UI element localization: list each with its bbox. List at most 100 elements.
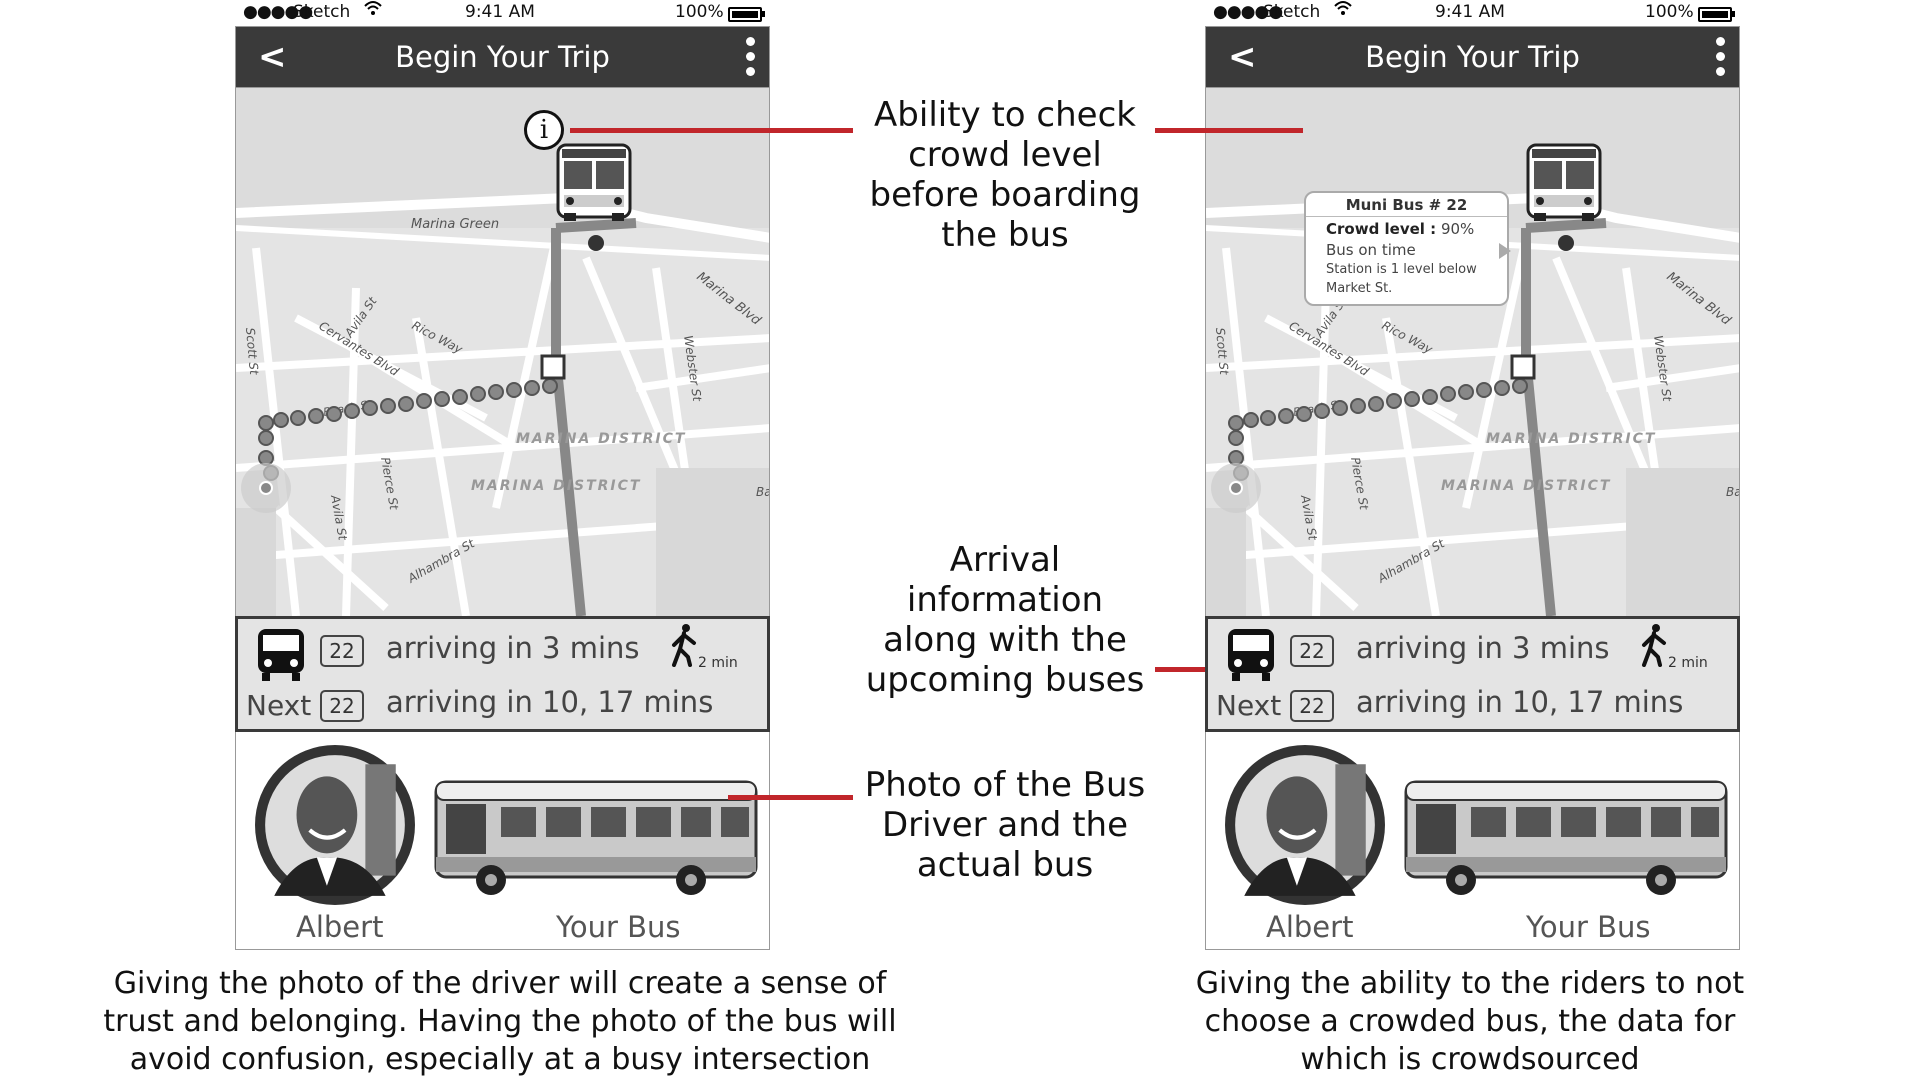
map-label: Scott St — [1213, 327, 1231, 376]
callout-line-crowd-right — [1155, 128, 1303, 133]
bus-stop-icon[interactable] — [1510, 354, 1536, 380]
bus-location-dot — [1558, 235, 1574, 251]
callout-line: the bus — [941, 215, 1069, 255]
bus-stop-icon[interactable] — [540, 354, 566, 380]
callout-line: Driver and the — [881, 805, 1128, 845]
back-chevron-icon[interactable]: < — [1228, 37, 1257, 77]
more-vertical-icon[interactable] — [1715, 37, 1725, 82]
callout-line-crowd-left — [570, 128, 853, 133]
walking-route — [1228, 378, 1528, 481]
arrival-next-text: arriving in 10, 17 mins — [386, 685, 714, 719]
map-label: MARINA DISTRICT — [471, 478, 641, 494]
driver-name: Albert — [296, 910, 384, 944]
caption-line: avoid confusion, especially at a busy in… — [129, 1042, 871, 1077]
callout-crowd-level: Ability to check crowd level before boar… — [855, 95, 1155, 255]
map-label: Marina Green — [411, 217, 499, 232]
walk-time: 2 min — [698, 655, 738, 671]
route-badge: 22 — [320, 690, 364, 722]
station-info-line1: Station is 1 level below — [1326, 262, 1477, 277]
battery-percent: 100% — [675, 2, 724, 22]
caption-line: trust and belonging. Having the photo of… — [103, 1004, 897, 1039]
map-label: MARINA DISTRICT — [1441, 478, 1611, 494]
map-label: MARINA DISTRICT — [516, 431, 686, 447]
bus-icon — [1226, 627, 1276, 687]
back-chevron-icon[interactable]: < — [258, 37, 287, 77]
wifi-icon — [1333, 0, 1353, 23]
signal-dots-icon: ●●●●● — [1213, 2, 1283, 22]
bus-icon — [256, 627, 306, 687]
walk-time: 2 min — [1668, 655, 1708, 671]
caption-line: which is crowdsourced — [1300, 1042, 1640, 1077]
next-label: Next — [1216, 689, 1282, 722]
carrier-label: Sketch — [1263, 2, 1321, 22]
current-location-icon — [1229, 481, 1243, 495]
walking-person-icon — [1638, 623, 1670, 671]
callout-line: Arrival — [949, 540, 1061, 580]
clock: 9:41 AM — [1435, 2, 1505, 22]
callout-line: Photo of the Bus — [864, 765, 1146, 805]
photo-panel: Albert Your Bus — [235, 732, 770, 950]
carrier-label: Sketch — [293, 2, 351, 22]
more-vertical-icon[interactable] — [745, 37, 755, 82]
driver-name: Albert — [1266, 910, 1354, 944]
status-bar: ●●●●● Sketch 9:41 AM 100% — [235, 0, 770, 26]
photo-panel: Albert Your Bus — [1205, 732, 1740, 950]
bus-photo[interactable] — [1401, 762, 1731, 906]
crowd-level-value: 90% — [1440, 220, 1475, 238]
status-bar: ●●●●● Sketch 9:41 AM 100% — [1205, 0, 1740, 26]
clock: 9:41 AM — [465, 2, 535, 22]
arrival-panel: 22 arriving in 3 mins 2 min Next 22 arri… — [1205, 616, 1740, 732]
callout-line: information — [906, 580, 1104, 620]
station-info-line2: Market St. — [1326, 281, 1393, 296]
bus-label: Your Bus — [1526, 910, 1651, 944]
route-badge: 22 — [320, 635, 364, 667]
bus-photo[interactable] — [431, 762, 761, 906]
signal-dots-icon: ●●●●● — [243, 2, 313, 22]
callout-line: crowd level — [908, 135, 1102, 175]
bus-label: Your Bus — [556, 910, 681, 944]
map-view[interactable]: Marina Green Marina Blvd Scott St Avila … — [1205, 88, 1740, 616]
arrival-panel: 22 arriving in 3 mins 2 min Next 22 arri… — [235, 616, 770, 732]
caption-line: choose a crowded bus, the data for — [1204, 1004, 1736, 1039]
caption-right: Giving the ability to the riders to not … — [1190, 965, 1750, 1079]
driver-avatar[interactable] — [1224, 744, 1386, 910]
bus-location-dot — [588, 235, 604, 251]
map-label: MARINA DISTRICT — [1486, 431, 1656, 447]
battery-icon — [728, 7, 765, 22]
callout-line-photo — [728, 795, 853, 800]
crowd-level-row: Crowd level : 90% — [1326, 220, 1507, 238]
arrival-next-text: arriving in 10, 17 mins — [1356, 685, 1684, 719]
next-label: Next — [246, 689, 312, 722]
caption-line: Giving the photo of the driver will crea… — [113, 966, 887, 1001]
current-location-icon — [259, 481, 273, 495]
page-title: Begin Your Trip — [1365, 40, 1580, 74]
app-bar: < Begin Your Trip — [235, 26, 770, 88]
battery-icon — [1698, 7, 1735, 22]
bus-status: Bus on time — [1326, 241, 1416, 259]
popup-title: Muni Bus # 22 — [1306, 193, 1507, 217]
callout-arrival-info: Arrival information along with the upcom… — [855, 540, 1155, 700]
crowd-info-popup[interactable]: Muni Bus # 22 Crowd level : 90% Bus on t… — [1304, 191, 1511, 306]
app-bar: < Begin Your Trip — [1205, 26, 1740, 88]
callout-line: before boarding — [869, 175, 1141, 215]
caption-line: Giving the ability to the riders to not — [1195, 966, 1745, 1001]
phone-mockup-right: ●●●●● Sketch 9:41 AM 100% < Begin Your T… — [1205, 0, 1740, 950]
map-label: Ba — [1726, 485, 1740, 499]
map-label: Scott St — [243, 327, 261, 376]
info-icon[interactable]: i — [524, 110, 564, 150]
driver-avatar[interactable] — [254, 744, 416, 910]
map-view[interactable]: Marina Green Marina Blvd Scott St Avila … — [235, 88, 770, 616]
walking-route — [258, 378, 558, 481]
callout-line: Ability to check — [874, 95, 1136, 135]
crowd-level-label: Crowd level : — [1326, 220, 1437, 238]
callout-line: along with the — [883, 620, 1127, 660]
page-title: Begin Your Trip — [395, 40, 610, 74]
callout-line: actual bus — [916, 845, 1094, 885]
walking-person-icon — [668, 623, 700, 671]
caption-left: Giving the photo of the driver will crea… — [100, 965, 900, 1079]
battery-percent: 100% — [1645, 2, 1694, 22]
route-badge: 22 — [1290, 635, 1334, 667]
route-badge: 22 — [1290, 690, 1334, 722]
phone-mockup-left: ●●●●● Sketch 9:41 AM 100% < Begin Your T… — [235, 0, 770, 950]
callout-photo: Photo of the Bus Driver and the actual b… — [855, 765, 1155, 885]
